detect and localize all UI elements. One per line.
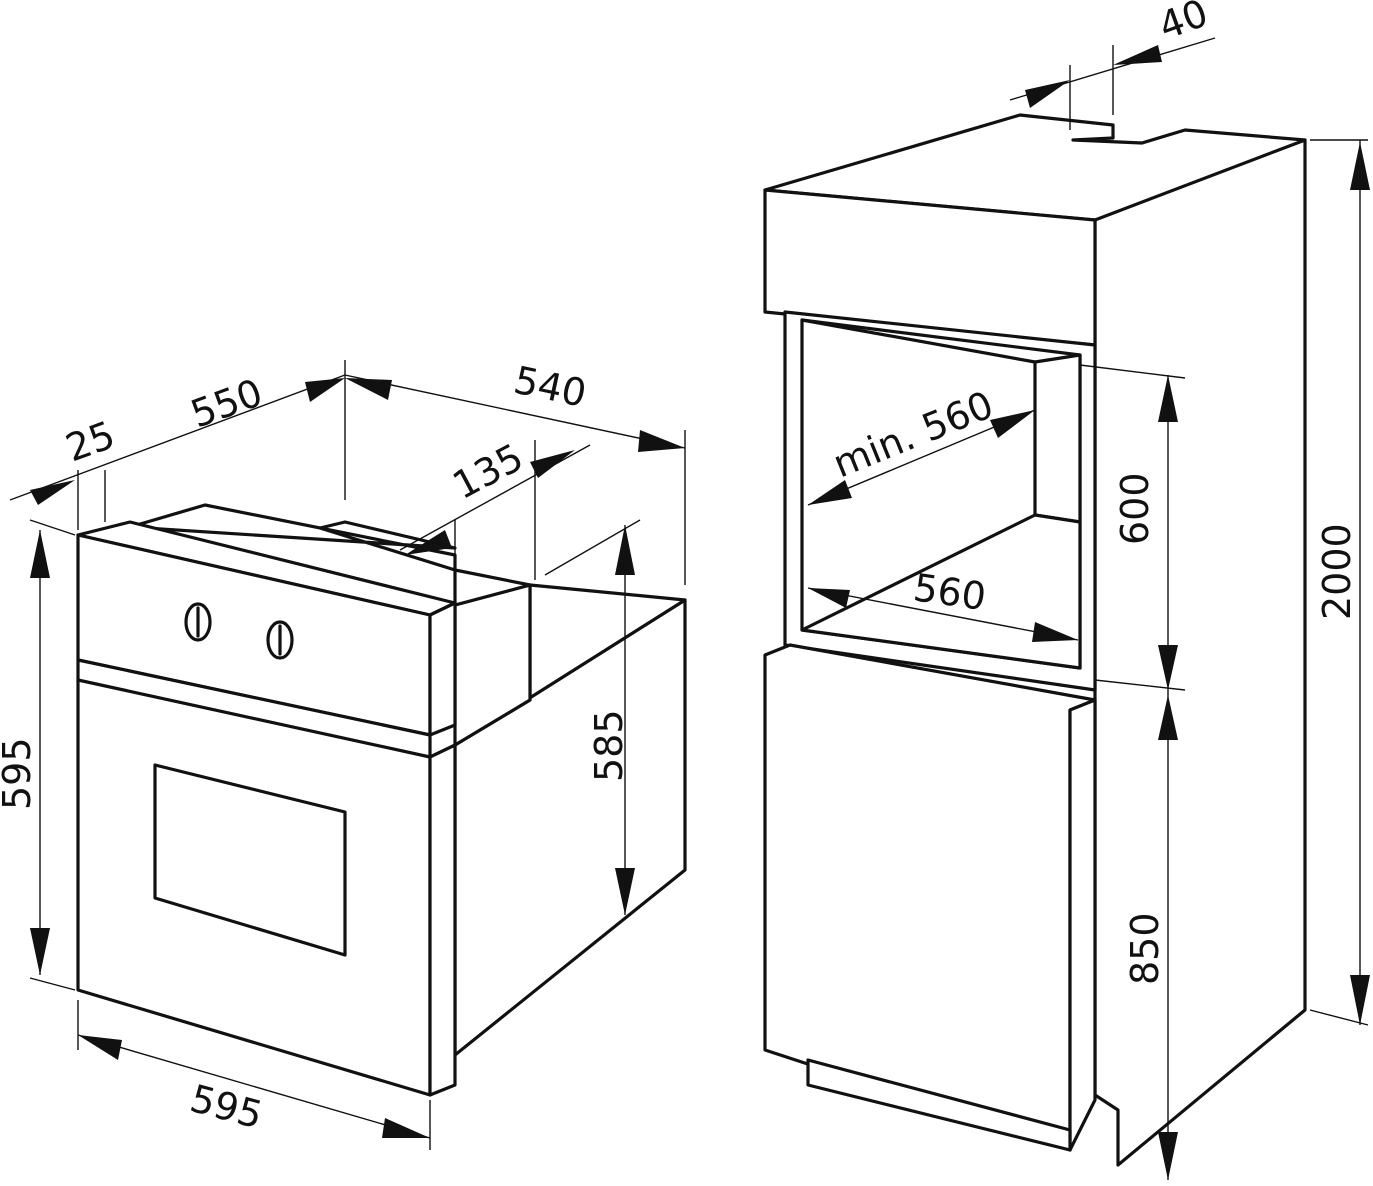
dim-label-2000: 2000	[1315, 523, 1359, 620]
dim-label-135: 135	[446, 435, 531, 508]
dim-label-595-height: 595	[0, 737, 39, 810]
dim-label-550: 550	[185, 370, 268, 436]
oven-door-side	[428, 743, 457, 1097]
oven-drawing	[9, 360, 687, 1150]
cabinet-drawing	[763, 37, 1370, 1180]
cabinet-niche-back	[1033, 353, 1082, 524]
knob-icon	[266, 620, 294, 660]
cabinet-top	[763, 113, 1307, 222]
dim-label-540: 540	[510, 358, 590, 416]
oven-window	[153, 763, 347, 957]
dim-label-585: 585	[587, 709, 631, 782]
cabinet-lower-side	[1068, 698, 1097, 1152]
dim-label-600: 600	[1113, 472, 1157, 545]
cabinet-niche-floor	[800, 513, 1082, 670]
dim-label-595-width: 595	[186, 1076, 267, 1137]
knob-icon	[184, 602, 212, 642]
oven-control-panel-side	[428, 601, 457, 737]
dim-label-560: 560	[911, 565, 989, 619]
cabinet-plinth	[806, 1058, 1072, 1152]
oven-top-block	[128, 503, 532, 607]
cabinet-side-panel	[1093, 138, 1307, 1167]
dim-label-850: 850	[1123, 912, 1167, 985]
